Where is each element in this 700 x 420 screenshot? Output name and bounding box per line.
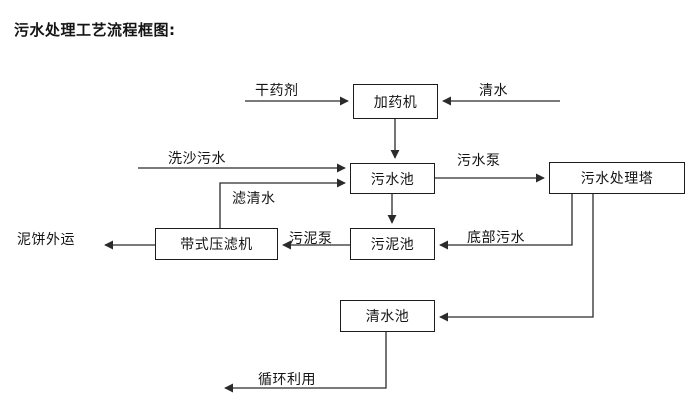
edge-tower-to-clear-water-pool — [439, 194, 594, 322]
node-sludge-pool-label: 污泥池 — [370, 237, 415, 253]
node-belt-filter-press-label: 带式压滤机 — [180, 237, 253, 253]
node-treatment-tower[interactable]: 污水处理塔 — [549, 162, 685, 194]
edge-label-bottom-sewage: 底部污水 — [467, 230, 525, 246]
node-clear-water-pool[interactable]: 清水池 — [340, 300, 435, 332]
page-title: 污水处理工艺流程框图: — [14, 21, 176, 39]
node-dosing-machine-label: 加药机 — [373, 94, 418, 111]
terminal-mud-cake-out: 泥饼外运 — [17, 232, 75, 248]
node-sludge-pool[interactable]: 污泥池 — [350, 228, 435, 260]
edge-label-sewage-pump: 污水泵 — [457, 153, 501, 169]
node-sewage-pool-label: 污水池 — [370, 171, 415, 188]
terminal-dry-chemical: 干药剂 — [255, 83, 299, 99]
node-belt-filter-press[interactable]: 带式压滤机 — [155, 228, 278, 260]
edge-label-filtered-clear-water: 滤清水 — [232, 191, 276, 207]
terminal-clean-water-in: 清水 — [479, 83, 508, 99]
edge-clear-water-pool-recycle — [224, 332, 387, 393]
node-treatment-tower-label: 污水处理塔 — [580, 171, 654, 187]
edge-tower-to-sludge-pool — [439, 194, 573, 250]
edge-press-to-sewage-pool — [219, 178, 346, 228]
node-dosing-machine[interactable]: 加药机 — [353, 84, 438, 119]
terminal-sand-wash-water: 洗沙污水 — [168, 151, 226, 167]
node-clear-water-pool-label: 清水池 — [365, 309, 410, 325]
node-sewage-pool[interactable]: 污水池 — [350, 163, 435, 194]
edge-label-recycling-reuse: 循环利用 — [258, 372, 316, 388]
edge-label-sludge-pump: 污泥泵 — [289, 231, 333, 247]
